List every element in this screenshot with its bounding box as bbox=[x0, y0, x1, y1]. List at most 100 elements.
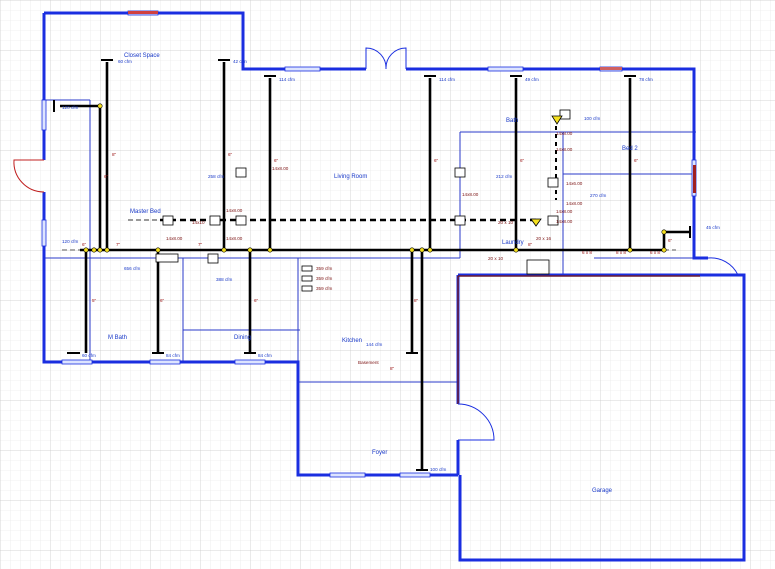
junction-dots bbox=[83, 103, 667, 253]
duct-diameter-label: 6" bbox=[274, 158, 279, 163]
cfm-label: 120 cfm bbox=[62, 105, 79, 110]
room-label-laundry: Laundry bbox=[502, 240, 524, 246]
duct-diameter-label: 6" bbox=[520, 158, 525, 163]
window-bottom-3 bbox=[234, 359, 266, 365]
duct-diameter-label: 7" bbox=[198, 242, 203, 247]
cfm-label: 144 cfm bbox=[366, 342, 383, 347]
duct-size-label: 14x8.00 bbox=[462, 192, 479, 197]
window-top-right1 bbox=[487, 66, 524, 72]
supply-registers bbox=[53, 59, 691, 471]
duct-size-label: 14x6.00 bbox=[566, 181, 583, 186]
cfm-label: 100 cfm bbox=[430, 467, 447, 472]
window-top-mid bbox=[284, 66, 321, 72]
cfm-label: 114 cfm bbox=[279, 77, 295, 82]
duct-size-label: 14x8.00 bbox=[556, 131, 573, 136]
front-door-left bbox=[13, 159, 45, 193]
duct-diameter-label: 8" bbox=[528, 242, 533, 247]
duct-diameter-label: 5" bbox=[92, 298, 97, 303]
window-red-right bbox=[693, 165, 696, 193]
cfm-label: 388 cfm bbox=[216, 277, 233, 282]
interior-walls bbox=[42, 99, 696, 383]
duct-size-label: 14x8.00 bbox=[556, 219, 573, 224]
duct-diameter-label: 6" bbox=[668, 238, 673, 243]
cfm-labels: 60 cfm 42 cfm 114 cfm 114 cfm 49 cfm 78 … bbox=[62, 59, 720, 472]
cfm-label: 78 cfm bbox=[639, 77, 653, 82]
cfm-label: 656 cfm bbox=[124, 266, 141, 271]
cfm-label: 120 cfm bbox=[62, 239, 79, 244]
window-bottom-1 bbox=[61, 359, 93, 365]
duct-diameter-label: 7" bbox=[116, 242, 121, 247]
room-label-living-room: Living Room bbox=[334, 174, 367, 180]
duct-size-labels: 14x8.00 14x10 14x8.00 14x8.00 14x8.00 14… bbox=[166, 131, 583, 261]
room-label-foyer: Foyer bbox=[372, 450, 387, 456]
duct-size-label: 14x8.00 bbox=[166, 236, 183, 241]
duct-size-label: 20 x 10 bbox=[498, 220, 514, 225]
duct-diameter-label: 6" bbox=[634, 158, 639, 163]
room-label-closet-space: Closet Space bbox=[124, 53, 160, 59]
window-foyer-2 bbox=[399, 472, 431, 478]
duct-size-label: 14x8.00 bbox=[272, 166, 289, 171]
window-red-top2 bbox=[600, 67, 622, 70]
right-door-swing bbox=[707, 257, 739, 276]
garage-wall bbox=[457, 275, 700, 404]
cfm-label: 359 cfm bbox=[316, 266, 333, 271]
duct-diameter-label: 8 x 8 bbox=[616, 250, 626, 255]
return-grilles bbox=[301, 265, 313, 292]
cfm-label: 45 cfm bbox=[706, 225, 720, 230]
cfm-label: 60 cfm bbox=[82, 353, 96, 358]
room-label-bed2: Bed 2 bbox=[622, 146, 638, 152]
duct-diameter-label: 6" bbox=[254, 298, 259, 303]
room-label-bath: Bath bbox=[506, 118, 518, 124]
cfm-label: 42 cfm bbox=[233, 59, 247, 64]
duct-diameter-labels: 8" 6" 6" 6" 6" 6" 6" 6" 5" 6" 6" 6" 8" 8… bbox=[82, 152, 673, 371]
cfm-label: 359 cfm bbox=[316, 276, 333, 281]
garage-door-swing bbox=[457, 403, 495, 441]
window-bottom-2 bbox=[149, 359, 181, 365]
cfm-label: 359 cfm bbox=[316, 286, 333, 291]
duct-diameter-label: 6 x 8 bbox=[650, 250, 660, 255]
room-labels: Closet Space Living Room Bath Bed 2 Mast… bbox=[108, 53, 638, 494]
duct-diameter-label: 6" bbox=[434, 158, 439, 163]
duct-diameter-label: 6 x 8 bbox=[582, 250, 592, 255]
cfm-label: 49 cfm bbox=[525, 77, 539, 82]
duct-size-label: 20 x 16 bbox=[536, 236, 552, 241]
duct-diameter-label: 8" bbox=[112, 152, 117, 157]
duct-size-label: 14x8.00 bbox=[226, 208, 243, 213]
cfm-label: 270 cfm bbox=[590, 193, 607, 198]
duct-diameter-label: 6" bbox=[160, 298, 165, 303]
duct-size-label: 20 x 10 bbox=[488, 256, 504, 261]
cfm-label: 114 cfm bbox=[439, 77, 455, 82]
dampers bbox=[155, 109, 571, 275]
window-left-lower bbox=[41, 219, 47, 247]
room-label-garage: Garage bbox=[592, 488, 613, 494]
window-red-top bbox=[128, 11, 158, 14]
room-label-m-bath: M Bath bbox=[108, 335, 127, 341]
cfm-label: 212 cfm bbox=[496, 174, 513, 179]
window-left-upper bbox=[41, 99, 47, 131]
cfm-label: 100 cfm bbox=[584, 116, 601, 121]
room-label-dining: Dining bbox=[234, 335, 251, 341]
duct-diameter-label: 6" bbox=[104, 174, 109, 179]
duct-diameter-label: 8" bbox=[414, 298, 419, 303]
duct-size-label: 14x8.00 bbox=[226, 236, 243, 241]
duct-size-label: 14x10 bbox=[192, 220, 205, 225]
duct-diameter-label: 6" bbox=[228, 152, 233, 157]
duct-size-label: 14x8.00 bbox=[556, 209, 573, 214]
cfm-label: 84 cfm bbox=[166, 353, 180, 358]
duct-diameter-label: 8" bbox=[390, 366, 395, 371]
cfm-label: 60 cfm bbox=[118, 59, 132, 64]
doors bbox=[13, 47, 739, 441]
duct-size-label: 14x8.00 bbox=[556, 147, 573, 152]
duct-diameter-label: 6" bbox=[82, 242, 87, 247]
double-door-top bbox=[365, 47, 407, 70]
room-label-master-bed: Master Bed bbox=[130, 209, 161, 215]
cfm-label: 84 cfm bbox=[258, 353, 272, 358]
triangle-fittings bbox=[530, 115, 563, 227]
room-label-basement: Basement bbox=[358, 360, 379, 365]
duct-size-label: 14x8.00 bbox=[566, 201, 583, 206]
room-label-kitchen: Kitchen bbox=[342, 338, 362, 344]
ductwork bbox=[60, 62, 690, 470]
cfm-label: 258 cfm bbox=[208, 174, 225, 179]
